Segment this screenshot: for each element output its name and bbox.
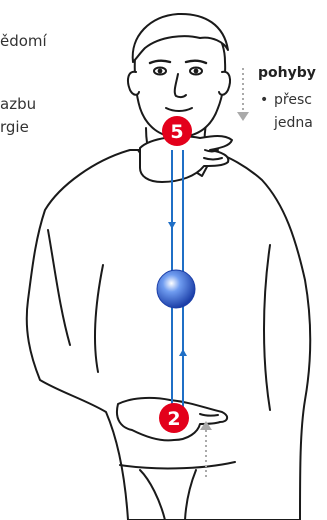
left-text-line-2: azbu — [0, 95, 36, 113]
marker-top-label: 5 — [170, 121, 183, 143]
guide-arrow-down — [237, 112, 249, 121]
marker-top: 5 — [162, 116, 192, 146]
right-text-line-1: přesc — [274, 92, 312, 108]
right-text-line-2: jedna — [274, 115, 313, 131]
right-bullet: • — [260, 92, 268, 108]
person-figure — [27, 14, 311, 520]
energy-orb — [157, 270, 195, 308]
marker-bottom: 2 — [159, 403, 189, 433]
marker-bottom-label: 2 — [167, 408, 180, 430]
shirt — [27, 150, 311, 520]
left-text-line-1: ědomí — [0, 32, 47, 50]
left-text-line-3: rgie — [0, 118, 29, 136]
right-heading: pohyby — [258, 65, 316, 81]
